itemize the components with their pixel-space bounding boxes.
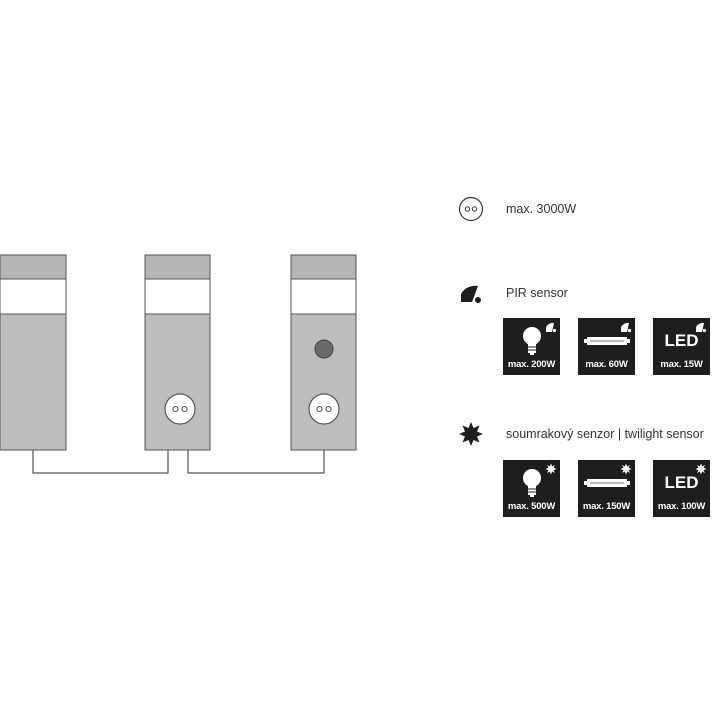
pir-sensor-icon — [696, 322, 707, 333]
pir-badge-led: LED max. 15W — [653, 318, 710, 375]
cable-1 — [32, 450, 169, 474]
lamp-post-with-sensor-and-socket — [290, 254, 357, 451]
twilight-sensor-icon — [458, 421, 484, 447]
pir-badge-tube: max. 60W — [578, 318, 635, 375]
twilight-badge-tube: max. 150W — [578, 460, 635, 517]
badge-label: max. 150W — [582, 501, 631, 512]
led-icon: LED — [653, 466, 710, 500]
pir-badges: max. 200W max. 60W LED max. 15W — [503, 318, 714, 375]
tube-lamp-icon — [578, 324, 635, 358]
socket-icon — [308, 393, 340, 425]
lamp-post-basic — [0, 254, 67, 451]
twilight-sensor-icon — [695, 463, 707, 475]
legend-pir-sensor: PIR sensor — [458, 279, 568, 307]
twilight-badges: max. 500W max. 150W LED max. 100W — [503, 460, 714, 517]
pir-sensor-label: PIR sensor — [506, 286, 568, 300]
lamp-post-with-socket — [144, 254, 211, 451]
twilight-sensor-label: soumrakový senzor | twilight sensor — [506, 427, 704, 441]
bulb-icon — [503, 324, 560, 358]
badge-label: max. 15W — [660, 359, 703, 370]
pir-sensor-icon — [621, 322, 632, 333]
badge-label: max. 60W — [585, 359, 628, 370]
badge-label: max. 100W — [657, 501, 706, 512]
socket-max-label: max. 3000W — [506, 202, 577, 216]
twilight-sensor-icon — [545, 463, 557, 475]
badge-label: max. 200W — [507, 359, 556, 370]
twilight-badge-led: LED max. 100W — [653, 460, 710, 517]
bulb-icon — [503, 466, 560, 500]
pir-sensor-icon — [546, 322, 557, 333]
twilight-sensor-icon — [620, 463, 632, 475]
pir-sensor-lens — [314, 339, 334, 359]
badge-label: max. 500W — [507, 501, 556, 512]
tube-lamp-icon — [578, 466, 635, 500]
socket-icon — [164, 393, 196, 425]
cable-2 — [187, 450, 325, 474]
legend-socket: max. 3000W — [458, 195, 576, 223]
twilight-badge-bulb: max. 500W — [503, 460, 560, 517]
socket-icon — [458, 196, 484, 222]
pir-badge-bulb: max. 200W — [503, 318, 560, 375]
led-text: LED — [664, 473, 699, 492]
legend-twilight-sensor: soumrakový senzor | twilight sensor — [458, 420, 704, 448]
pir-sensor-icon — [458, 280, 484, 306]
led-icon: LED — [653, 324, 710, 358]
led-text: LED — [664, 331, 699, 350]
